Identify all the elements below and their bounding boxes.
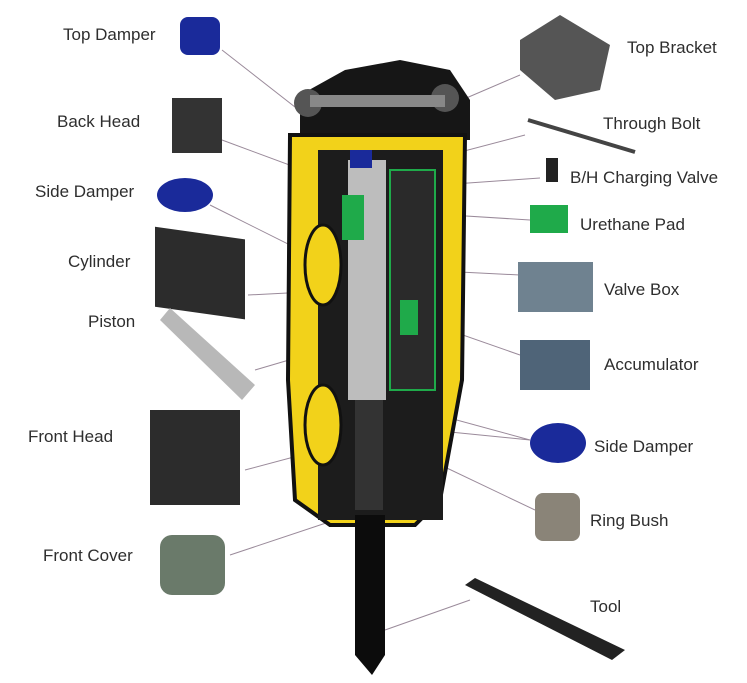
label-side-damper-left: Side Damper <box>35 182 135 201</box>
label-charging-valve: B/H Charging Valve <box>570 168 719 187</box>
cylinder-icon <box>155 226 245 320</box>
back-head-icon <box>172 98 222 153</box>
breaker-housing <box>285 60 470 675</box>
label-ring-bush: Ring Bush <box>590 511 669 530</box>
urethane-pad-icon <box>530 205 568 233</box>
tool-icon <box>465 578 625 660</box>
valve-box-icon <box>518 262 593 312</box>
front-cover-icon <box>160 535 225 595</box>
charging-valve-icon <box>546 158 558 182</box>
label-back-head: Back Head <box>57 112 141 131</box>
label-cylinder: Cylinder <box>68 252 131 271</box>
label-front-head: Front Head <box>28 427 114 446</box>
label-valve-box: Valve Box <box>604 280 680 299</box>
label-front-cover: Front Cover <box>43 546 133 565</box>
part-icons <box>150 15 636 660</box>
label-side-damper-right: Side Damper <box>594 437 694 456</box>
label-urethane-pad: Urethane Pad <box>580 215 685 234</box>
front-head-icon <box>150 410 240 505</box>
top-bracket-icon <box>520 15 610 100</box>
label-through-bolt: Through Bolt <box>603 114 701 133</box>
label-tool: Tool <box>590 597 622 616</box>
side-damper-right-icon <box>530 423 586 463</box>
label-top-bracket: Top Bracket <box>627 38 717 57</box>
label-accumulator: Accumulator <box>604 355 699 374</box>
side-damper-icon <box>157 178 213 212</box>
accumulator-icon <box>520 340 590 390</box>
through-bolt-icon <box>527 118 636 154</box>
top-damper-icon <box>180 17 220 55</box>
label-top-damper: Top Damper <box>63 25 156 44</box>
ring-bush-icon <box>535 493 580 541</box>
label-piston: Piston <box>88 312 136 331</box>
piston-icon <box>160 308 255 400</box>
